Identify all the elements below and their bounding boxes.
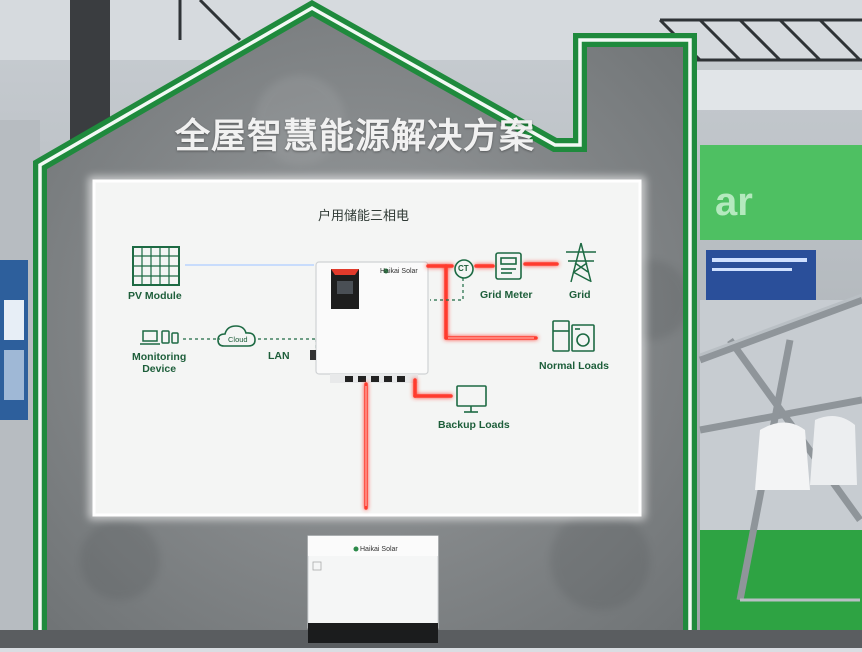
cloud-label: Cloud xyxy=(228,335,248,344)
ct-icon xyxy=(454,259,474,279)
ct-label: CT xyxy=(458,264,469,273)
inverter-screen xyxy=(337,281,353,294)
grid-meter-label: Grid Meter xyxy=(480,289,533,301)
diagram-subtitle: 户用储能三相电 xyxy=(318,209,410,224)
ct-link xyxy=(430,278,464,301)
hall-ceiling xyxy=(0,0,862,60)
lan-label: LAN xyxy=(268,350,290,362)
right-green-banner xyxy=(700,145,862,240)
normal-loads-label: Normal Loads xyxy=(539,360,610,372)
cloud-icon xyxy=(217,325,256,347)
backup-loads-label: Backup Loads xyxy=(438,419,510,431)
battery-unit xyxy=(307,535,439,643)
house-led-strip xyxy=(38,5,692,638)
monitoring-device-label: Monitoring Device xyxy=(132,351,187,375)
pv-module-icon xyxy=(132,246,180,286)
monitoring-device-icon xyxy=(140,330,179,345)
booth-heading: 全屋智慧能源解决方案 xyxy=(175,117,536,157)
pv-module-label: PV Module xyxy=(128,290,182,302)
backup-loads-icon xyxy=(456,385,487,413)
battery-brand-logo: Haikai Solar xyxy=(360,546,398,553)
svg-text:ar: ar xyxy=(715,180,753,224)
inverter xyxy=(310,261,429,383)
grid-label: Grid xyxy=(569,289,591,301)
inverter-brand-logo: Haikai Solar xyxy=(380,268,418,275)
chair xyxy=(810,416,857,485)
normal-loads-icon xyxy=(552,320,595,352)
chair xyxy=(755,422,810,490)
grid-meter-icon xyxy=(495,252,522,280)
grid-tower-icon xyxy=(566,242,596,283)
right-green-floor xyxy=(700,520,862,648)
